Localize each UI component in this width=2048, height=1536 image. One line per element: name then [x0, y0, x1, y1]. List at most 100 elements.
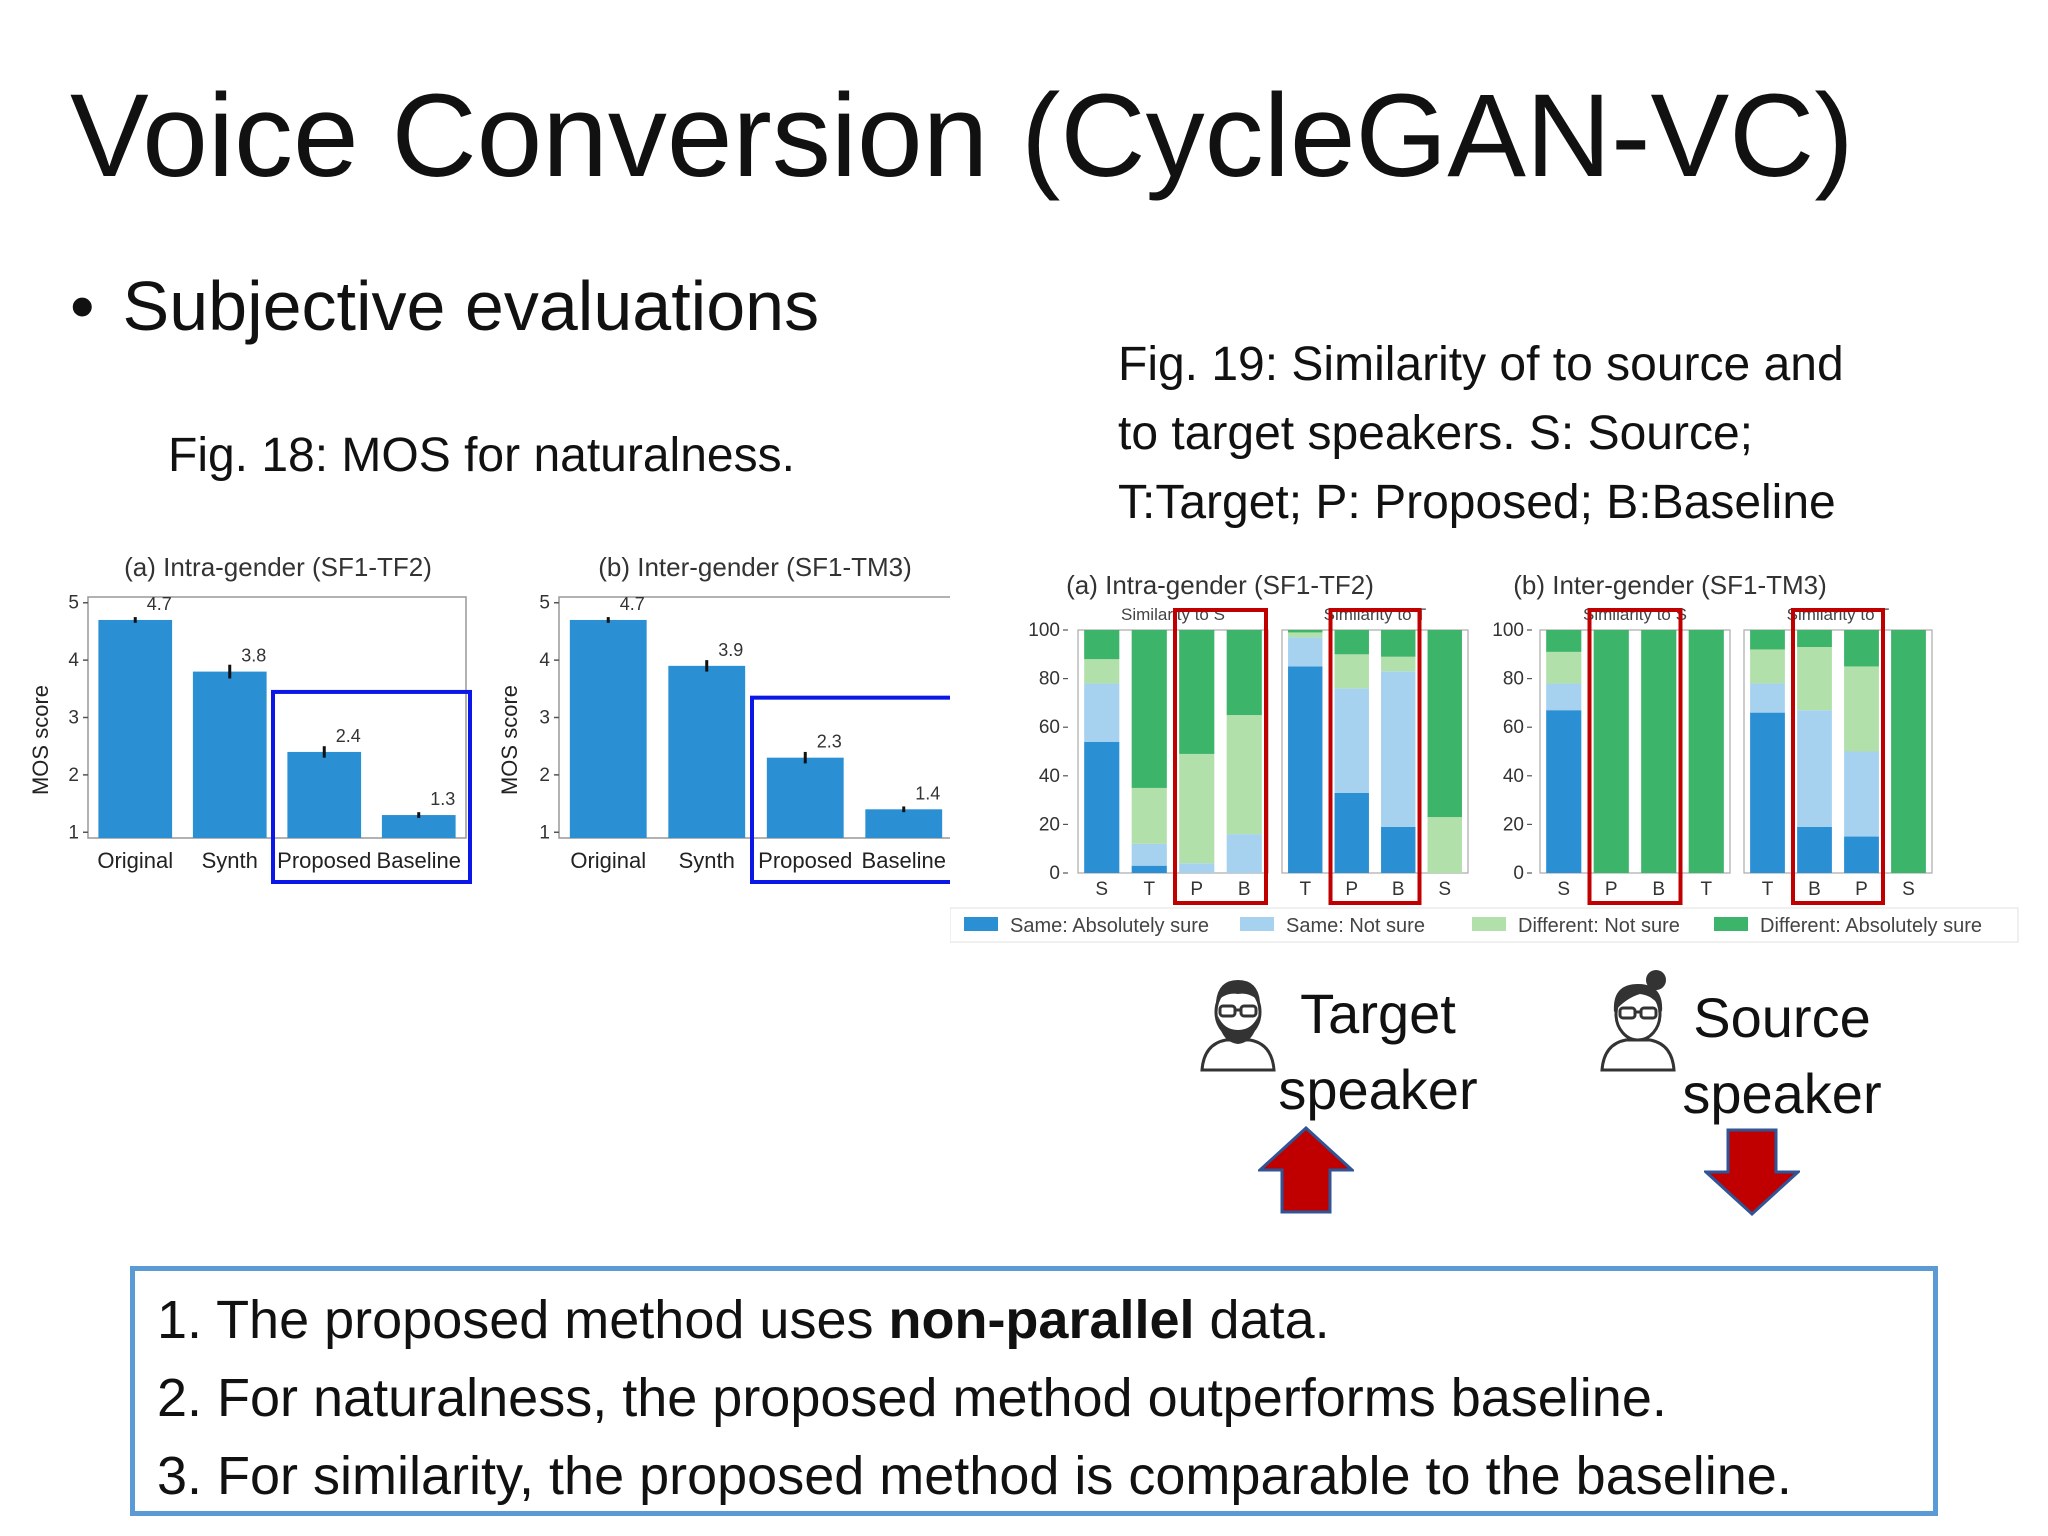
legend-label: Same: Absolutely sure — [1010, 915, 1209, 937]
x-tick-label: P — [1855, 879, 1868, 900]
highlight-box — [1173, 608, 1268, 905]
stacked-bar-segment — [1334, 654, 1369, 689]
woman-avatar-icon — [1600, 970, 1676, 1072]
x-tick-label: Proposed — [758, 848, 852, 873]
stacked-bar-segment — [1179, 863, 1215, 873]
stacked-bar-segment — [1546, 651, 1582, 684]
summary-line-1-suffix: data. — [1194, 1290, 1330, 1350]
summary-box: 1. The proposed method uses non-parallel… — [130, 1266, 1938, 1516]
mos-chart-inter: (b) Inter-gender (SF1-TM3) MOS score 123… — [497, 552, 959, 884]
y-tick-label: 20 — [1039, 814, 1060, 835]
stacked-bar-segment — [1381, 671, 1416, 827]
chart-title: (b) Inter-gender (SF1-TM3) — [598, 552, 912, 582]
bullet-dot: • — [70, 267, 95, 345]
summary-line-2: 2. For naturalness, the proposed method … — [157, 1368, 1667, 1428]
stacked-bar-segment — [1797, 826, 1832, 873]
stacked-bar-segment — [1179, 753, 1215, 864]
y-tick-label: 80 — [1039, 669, 1060, 690]
stacked-bar-segment — [1084, 630, 1120, 660]
bar — [766, 757, 844, 838]
y-tick-label: 60 — [1039, 717, 1060, 738]
stacked-bar-segment — [1797, 710, 1832, 827]
source-speaker-line1: Source — [1693, 986, 1871, 1049]
similarity-chart: (a) Intra-gender (SF1-TF2) (b) Inter-gen… — [950, 568, 2020, 943]
x-tick-label: S — [1095, 879, 1108, 900]
data-label: 4.7 — [147, 594, 172, 614]
data-label: 1.4 — [915, 783, 940, 803]
highlight-box — [1328, 608, 1422, 905]
legend-swatch — [964, 917, 998, 931]
summary-line-1-bold: non-parallel — [888, 1290, 1195, 1350]
data-label: 2.4 — [336, 726, 361, 746]
y-tick-label: 40 — [1039, 766, 1060, 787]
x-tick-label: T — [1700, 879, 1712, 900]
up-arrow-icon — [1258, 1126, 1354, 1214]
y-tick-label: 5 — [539, 593, 550, 614]
stacked-bar-segment — [1546, 710, 1582, 873]
stacked-bar-segment — [1546, 630, 1582, 652]
x-tick-label: T — [1762, 879, 1774, 900]
stacked-bar-segment — [1844, 666, 1879, 752]
x-tick-label: Baseline — [862, 848, 946, 873]
y-tick-label: 2 — [539, 765, 550, 786]
y-tick-label: 2 — [68, 765, 79, 786]
target-speaker-line1: Target — [1300, 982, 1456, 1045]
bar — [98, 619, 173, 838]
stacked-bar-segment — [1288, 630, 1323, 633]
x-tick-label: S — [1438, 879, 1451, 900]
x-tick-label: P — [1605, 879, 1618, 900]
stacked-bar-segment — [1546, 683, 1582, 711]
highlight-box — [271, 689, 472, 884]
stacked-bar-segment — [1641, 630, 1677, 873]
stacked-bar-segment — [1797, 630, 1832, 648]
y-tick-label: 1 — [539, 822, 550, 843]
legend-label: Same: Not sure — [1286, 915, 1425, 937]
x-tick-label: T — [1299, 879, 1311, 900]
fig19-caption-line: to target speakers. S: Source; — [1118, 407, 1753, 460]
y-axis-label: MOS score — [497, 685, 522, 795]
bar — [287, 751, 362, 838]
data-label: 1.3 — [430, 789, 455, 809]
stacked-bar-segment — [1226, 715, 1262, 835]
y-tick-label: 100 — [1028, 620, 1060, 641]
x-tick-label: B — [1652, 879, 1665, 900]
group-subtitle: Similarity to T — [1787, 605, 1890, 624]
data-label: 2.3 — [817, 732, 842, 752]
x-tick-label: S — [1902, 879, 1915, 900]
stacked-bar-segment — [1381, 826, 1416, 873]
stacked-bar-segment — [1288, 632, 1323, 638]
stacked-bar-segment — [1131, 865, 1167, 873]
stacked-bar-segment — [1750, 712, 1785, 873]
stacked-bar-segment — [1288, 666, 1323, 873]
x-tick-label: Synth — [679, 848, 735, 873]
mos-chart-intra: (a) Intra-gender (SF1-TF2) MOS score 123… — [28, 552, 472, 884]
summary-line-3: 3. For similarity, the proposed method i… — [157, 1446, 1792, 1506]
bar — [381, 815, 456, 838]
bar — [865, 809, 943, 838]
highlight-box — [1791, 608, 1885, 905]
x-tick-label: Synth — [202, 848, 258, 873]
y-tick-label: 100 — [1492, 620, 1524, 641]
stacked-bar-segment — [1750, 630, 1785, 650]
y-tick-label: 3 — [68, 708, 79, 729]
summary-line-1: 1. The proposed method uses non-parallel… — [157, 1289, 1330, 1351]
y-tick-label: 0 — [1049, 863, 1060, 884]
y-tick-label: 4 — [68, 650, 79, 671]
slide-title: Voice Conversion (CycleGAN-VC) — [70, 70, 1854, 202]
stacked-bar-segment — [1844, 836, 1879, 873]
stacked-bar-segment — [1844, 630, 1879, 667]
source-speaker-line2: speaker — [1682, 1062, 1882, 1125]
stacked-bar-segment — [1226, 834, 1262, 873]
y-tick-label: 5 — [68, 593, 79, 614]
fig19-caption-line: Fig. 19: Similarity of to source and — [1118, 338, 1844, 391]
bullet-item: •Subjective evaluations — [70, 266, 819, 346]
stacked-bar-segment — [1131, 843, 1167, 866]
stacked-bar-segment — [1131, 787, 1167, 844]
x-tick-label: P — [1345, 879, 1358, 900]
chart-title: (a) Intra-gender (SF1-TF2) — [1066, 570, 1374, 600]
legend-swatch — [1714, 917, 1748, 931]
stacked-bar-segment — [1750, 649, 1785, 684]
stacked-bar-segment — [1427, 817, 1462, 873]
bearded-man-avatar-icon — [1200, 980, 1276, 1072]
x-tick-label: B — [1808, 879, 1821, 900]
